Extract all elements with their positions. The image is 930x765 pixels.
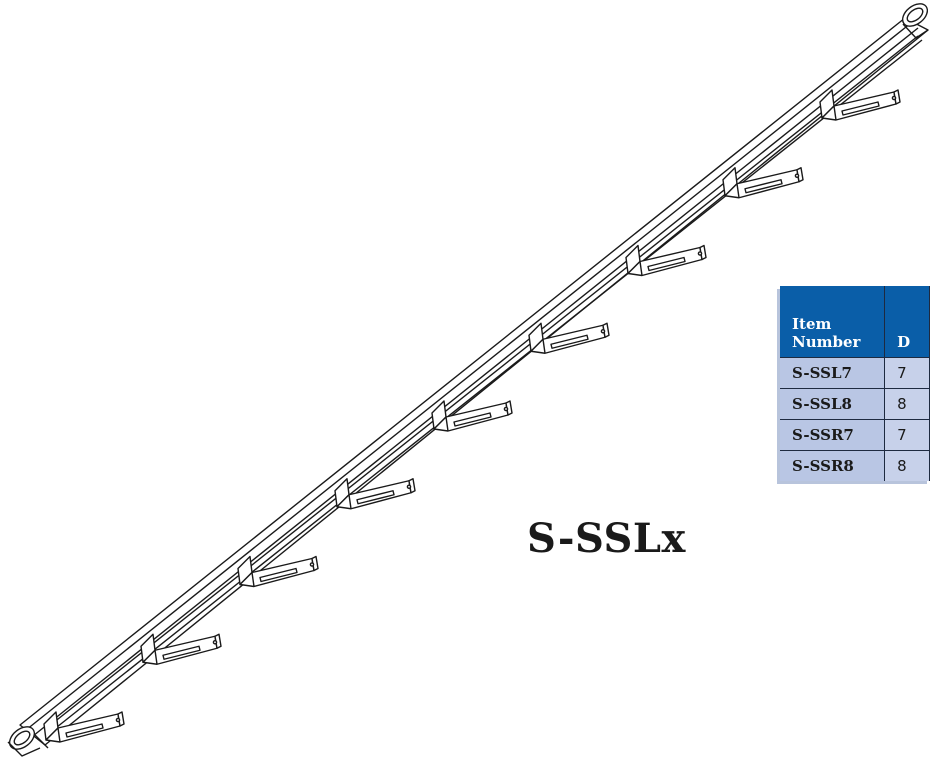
header-item-number-line: Number <box>792 332 861 351</box>
step-bracket <box>334 478 416 510</box>
header-item-number-line: Item <box>792 314 832 333</box>
table-row: S-SSL7 7 <box>780 356 930 388</box>
table-row: S-SSL8 8 <box>780 387 930 419</box>
table-row: S-SSR7 7 <box>780 418 930 450</box>
step-bracket <box>43 711 125 743</box>
value-cell: 7 <box>884 356 930 388</box>
rail-groove-2 <box>51 39 923 732</box>
step-bracket <box>237 555 319 588</box>
step-bracket <box>625 244 707 277</box>
step-bracket <box>431 400 513 432</box>
rail-edge-top <box>25 22 912 731</box>
step-bracket <box>140 633 222 665</box>
rail-groove <box>47 35 919 728</box>
part-title: S-SSLx <box>527 515 686 562</box>
top-end-cap <box>901 3 929 39</box>
item-code-cell: S-SSL7 <box>780 356 886 388</box>
bottom-end-cap <box>7 726 49 757</box>
table-row: S-SSR8 8 <box>780 449 930 481</box>
rail-edge-mid <box>32 27 919 737</box>
step-bracket <box>819 89 901 121</box>
value-cell: 8 <box>884 387 930 419</box>
value-cell: 8 <box>884 449 930 481</box>
header-description: D <box>884 286 930 357</box>
item-code-cell: S-SSR7 <box>780 418 886 450</box>
item-code-cell: S-SSL8 <box>780 387 886 419</box>
value-cell: 7 <box>884 418 930 450</box>
step-bracket <box>528 322 610 354</box>
item-code-cell: S-SSR8 <box>780 449 886 481</box>
step-bracket <box>722 167 804 199</box>
